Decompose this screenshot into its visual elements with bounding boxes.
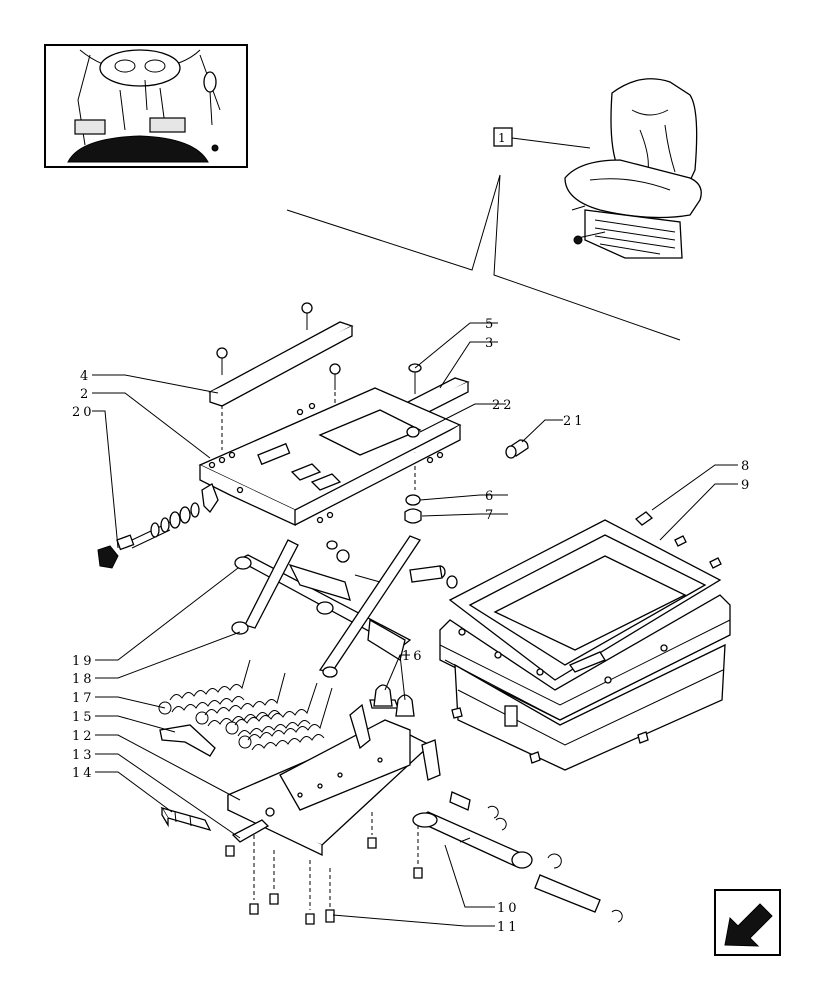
- adjustment-knob-hardware: [97, 483, 219, 569]
- callout-14: 14: [72, 766, 95, 781]
- callout-13: 13: [72, 748, 95, 763]
- callout-12: 12: [72, 729, 95, 744]
- callout-17: 17: [72, 691, 95, 706]
- callout-4: 4: [80, 369, 91, 384]
- callout-21: 21: [563, 414, 586, 429]
- seat-assembly-illustration: [564, 78, 702, 259]
- washer-6: [405, 494, 421, 506]
- previous-page-arrow-icon[interactable]: [714, 889, 781, 956]
- callout-22: 22: [492, 398, 515, 413]
- lower-bolts: [225, 812, 423, 925]
- callout-3: 3: [485, 336, 496, 351]
- leader-lines: [92, 322, 738, 927]
- callout-19: 19: [72, 654, 95, 669]
- callout-18: 18: [72, 672, 95, 687]
- callout-5: 5: [485, 317, 496, 332]
- pin-21: [505, 439, 529, 459]
- upper-mounting-plate: [198, 387, 462, 527]
- bracket-14: [160, 806, 212, 832]
- callout-20: 20: [72, 405, 95, 420]
- callout-7: 7: [485, 508, 496, 523]
- washer-22: [406, 426, 420, 438]
- callout-10: 10: [497, 901, 520, 916]
- reference-box-label: 1: [498, 131, 506, 145]
- callout-6: 6: [485, 489, 496, 504]
- tractor-cab-thumbnail: [44, 44, 248, 168]
- callout-15: 15: [72, 710, 95, 725]
- callout-8: 8: [741, 459, 752, 474]
- rubber-bumpers-16: [373, 684, 415, 717]
- callout-labels: 4 2 20 5 3 22 6 7 21 8 9 19 18 17 15 12 …: [72, 317, 752, 935]
- callout-16: 16: [402, 649, 425, 664]
- callout-2: 2: [80, 387, 91, 402]
- callout-11: 11: [497, 920, 520, 935]
- bellows-cover: [439, 511, 731, 771]
- lever-15: [159, 724, 216, 757]
- suspension-springs: [158, 659, 333, 751]
- shock-absorber-10: [412, 791, 623, 923]
- callout-9: 9: [741, 478, 752, 493]
- nut-7: [404, 508, 422, 524]
- lower-base-plate: [227, 699, 441, 857]
- scissor-linkage: [231, 535, 458, 678]
